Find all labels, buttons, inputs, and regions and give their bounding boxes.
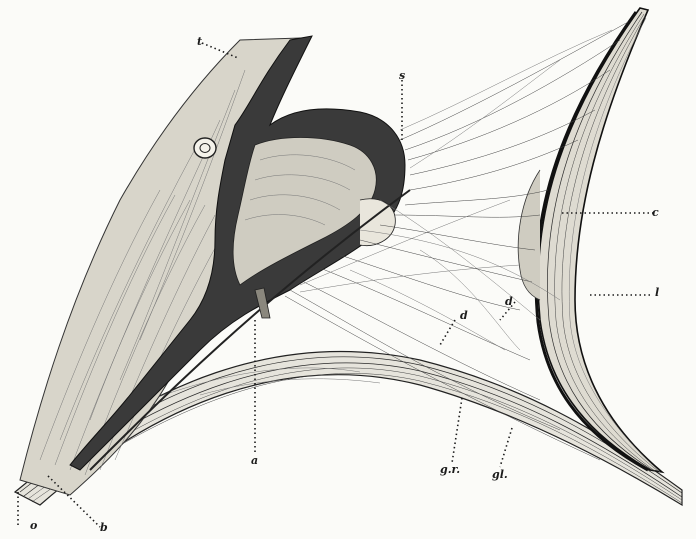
label-s: s: [399, 70, 405, 81]
label-b: b: [100, 522, 108, 533]
label-t: t: [197, 36, 202, 47]
label-c: c: [652, 207, 659, 218]
label-l: l: [655, 287, 659, 298]
label-a: a: [251, 455, 258, 466]
label-gl: gl.: [492, 469, 508, 480]
label-o: o: [30, 520, 37, 531]
label-d-lower: d: [460, 310, 468, 321]
label-d-upper: d: [505, 296, 513, 307]
label-gr: g.r.: [440, 464, 460, 475]
